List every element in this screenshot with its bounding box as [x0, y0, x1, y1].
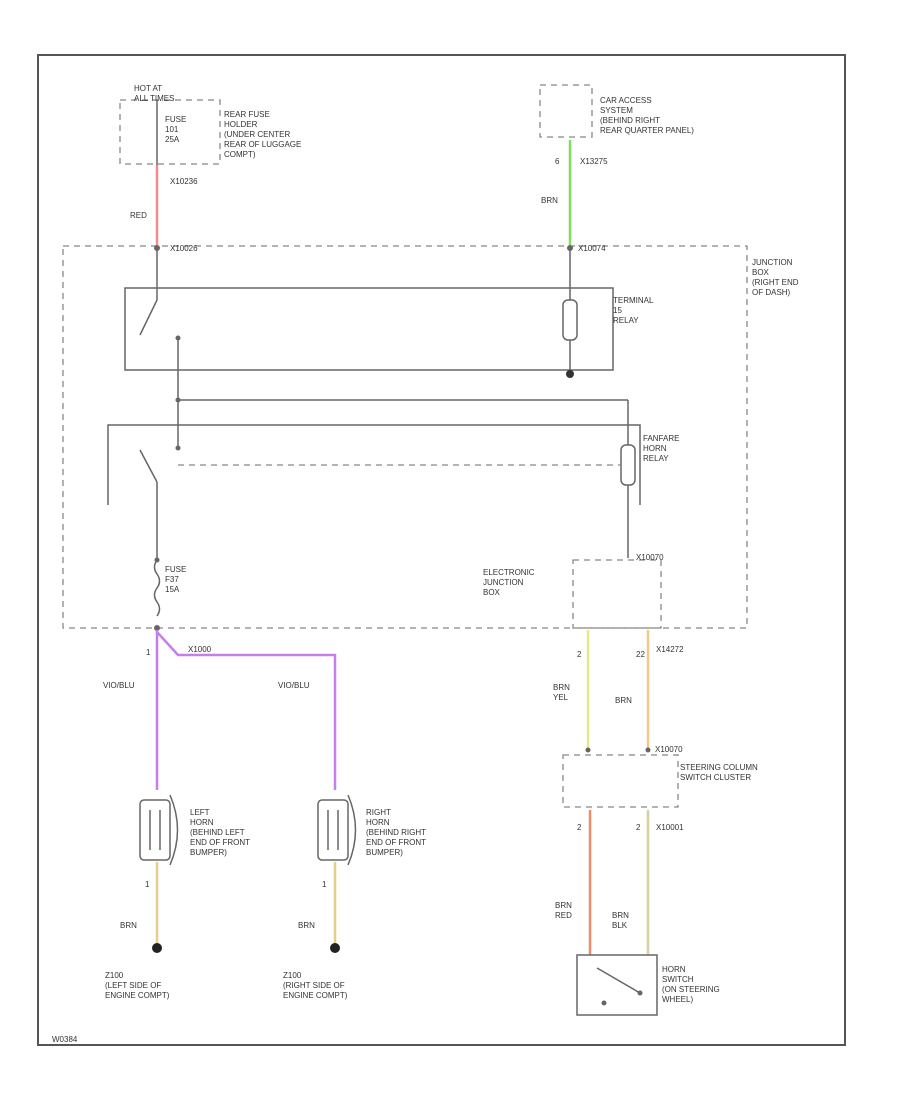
terminal-15-relay-box [124, 287, 614, 371]
horn-switch-box [576, 954, 658, 1016]
right-horn-pin: 1 [322, 880, 327, 889]
right-horn [317, 794, 357, 866]
rear-fuse-holder-box [119, 99, 221, 165]
car-access-pin: 6 [555, 157, 560, 166]
right-horn-wire-label: BRN [298, 921, 315, 930]
ejb-pin-left: 2 [577, 650, 582, 659]
x13275-connector: X13275 [580, 157, 608, 166]
left-horn [139, 794, 179, 866]
x10001-connector: X10001 [656, 823, 684, 832]
x14272-connector: X14272 [656, 645, 684, 654]
left-ground [152, 943, 162, 953]
vio-blu-right-label: VIO/BLU [278, 681, 310, 690]
vio-blu-wire-right [156, 631, 337, 790]
brn-ejb-label: BRN [615, 696, 632, 705]
x10074-connector: X10074 [578, 244, 606, 253]
electronic-junction-box [572, 559, 662, 629]
fanfare-horn-relay-box [107, 424, 641, 505]
brn-wire-label-top: BRN [541, 196, 558, 205]
steering-column-switch-cluster [562, 754, 679, 808]
x10070-cluster-connector: X10070 [655, 745, 683, 754]
car-access-system-box [539, 84, 593, 138]
red-wire-label: RED [130, 211, 147, 220]
right-ground [330, 943, 340, 953]
x10026-connector: X10026 [170, 244, 198, 253]
splice-pin: 1 [146, 648, 151, 657]
diagram-frame [37, 54, 846, 1046]
cluster-bottom-pin-left: 2 [577, 823, 582, 832]
x10236-connector: X10236 [170, 177, 198, 186]
x1000-connector: X1000 [188, 645, 212, 654]
diagram-code: W0384 [52, 1035, 78, 1044]
junction-box [62, 245, 748, 629]
left-horn-pin: 1 [145, 880, 150, 889]
cluster-bottom-pin-right: 2 [636, 823, 641, 832]
left-horn-wire-label: BRN [120, 921, 137, 930]
ejb-pin-right: 22 [636, 650, 645, 659]
vio-blu-left-label: VIO/BLU [103, 681, 135, 690]
x10070-ejb-connector: X10070 [636, 553, 664, 562]
